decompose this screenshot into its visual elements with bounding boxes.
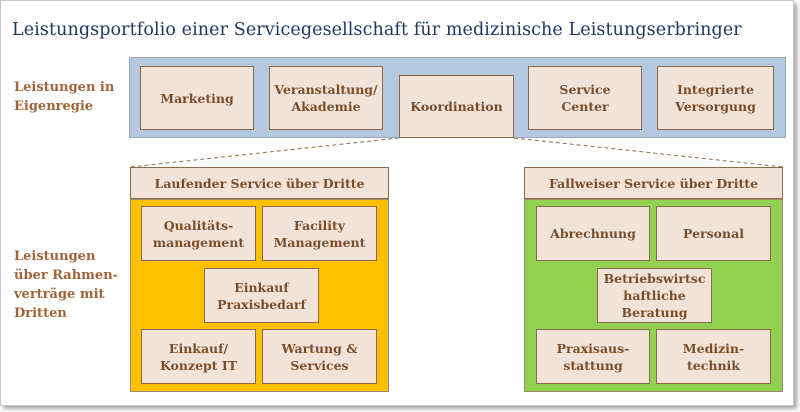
service-marketing: Marketing (140, 66, 254, 130)
ongoing-service-header: Laufender Service über Dritte (130, 167, 389, 199)
ongoing-facility-management: Facility Management (262, 206, 377, 261)
service-integrated-care: Integrierte Versorgung (657, 66, 774, 130)
service-coordination: Koordination (399, 75, 514, 138)
occasional-business-consulting: Betriebswirtsc haftliche Beratung (597, 268, 712, 323)
diagram-title: Leistungsportfolio einer Servicegesellsc… (12, 20, 742, 40)
ongoing-quality-management: Qualitäts- management (141, 206, 256, 261)
ongoing-practice-supplies: Einkauf Praxisbedarf (204, 268, 319, 323)
label-own-services: Leistungen in Eigenregie (14, 80, 115, 114)
occasional-practice-equipment: Praxisaus- stattung (536, 329, 650, 384)
occasional-personnel: Personal (656, 206, 771, 261)
service-service-center: Service Center (528, 66, 642, 130)
occasional-billing: Abrechnung (536, 206, 650, 261)
ongoing-maintenance-services: Wartung & Services (262, 329, 377, 384)
ongoing-it-procurement: Einkauf/ Konzept IT (141, 329, 256, 384)
label-third-party-services: Leistungen über Rahmen- verträge mit Dri… (14, 249, 119, 321)
service-events-academy: Veranstaltung/ Akademie (269, 66, 383, 130)
occasional-service-header: Fallweiser Service über Dritte (524, 167, 783, 199)
occasional-medical-technology: Medizin- technik (656, 329, 771, 384)
